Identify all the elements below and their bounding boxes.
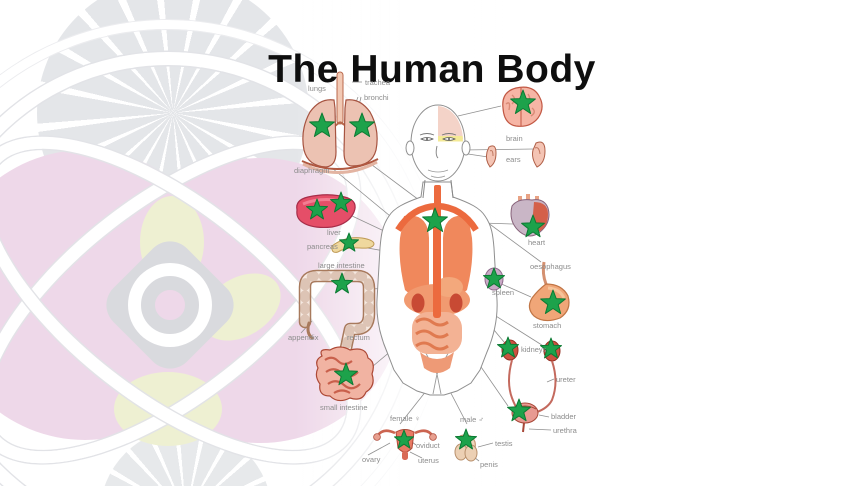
connector-line (467, 153, 489, 158)
label-bronchi: bronchi (364, 93, 389, 102)
organ-star-marker (309, 112, 335, 137)
organ-star-marker (540, 289, 566, 314)
connector-line (477, 442, 494, 448)
label-liver: liver (327, 228, 341, 237)
label-rectum: rectum (347, 333, 370, 342)
connector-line (457, 105, 502, 117)
organ-star-markers (306, 89, 566, 450)
label-male: male ♂ (460, 415, 484, 424)
slide-title: The Human Body (268, 48, 596, 92)
connector-line (409, 451, 423, 459)
large-intestine-illustration (298, 269, 376, 355)
organ-star-marker (540, 337, 562, 359)
label-ureter: ureter (556, 375, 576, 384)
label-lungs: lungs (308, 84, 326, 93)
organ-star-marker (455, 428, 477, 450)
label-spleen: spleen (492, 288, 515, 297)
label-diaphragm: diaphragm (294, 166, 330, 175)
connector-line (538, 414, 550, 418)
label-pancreas: pancreas (307, 242, 338, 251)
label-bladder: bladder (551, 412, 577, 421)
organ-star-marker (306, 198, 328, 220)
connector-line (546, 378, 555, 383)
label-kidneys: kidneys (521, 345, 547, 354)
label-heart: heart (528, 238, 546, 247)
label-large-intestine: large intestine (318, 261, 365, 270)
organ-star-marker (334, 362, 358, 386)
connector-line (461, 148, 534, 151)
label-stomach: stomach (533, 321, 562, 330)
organ-star-marker (422, 207, 448, 232)
label-testis: testis (495, 439, 513, 448)
torso-organs (395, 185, 479, 373)
label-ears: ears (506, 155, 521, 164)
label-uterus: uterus (418, 456, 439, 465)
organ-star-marker (497, 336, 519, 358)
ears-illustration (485, 141, 546, 168)
organ-star-marker (339, 232, 359, 252)
organ-star-marker (483, 267, 505, 289)
label-female: female ♀ (390, 414, 421, 423)
organ-star-marker (394, 429, 414, 449)
connector-line (367, 442, 391, 456)
label-small-intestine: small intestine (320, 403, 368, 412)
connector-line (528, 428, 552, 431)
label-penis: penis (480, 460, 498, 469)
label-ovary: ovary (362, 455, 381, 464)
label-trachea: trachea (365, 78, 391, 87)
organ-star-marker (510, 89, 536, 114)
label-brain: brain (506, 134, 523, 143)
organ-star-marker (349, 112, 375, 137)
label-oesophagus: oesophagus (530, 262, 571, 271)
label-oviduct: oviduct (416, 441, 440, 450)
organ-star-marker (330, 191, 352, 213)
label-urethra: urethra (553, 426, 577, 435)
organ-star-marker (331, 272, 353, 294)
organ-star-marker (521, 214, 545, 238)
organ-star-marker (507, 398, 531, 422)
label-appendix: appendix (288, 333, 319, 342)
